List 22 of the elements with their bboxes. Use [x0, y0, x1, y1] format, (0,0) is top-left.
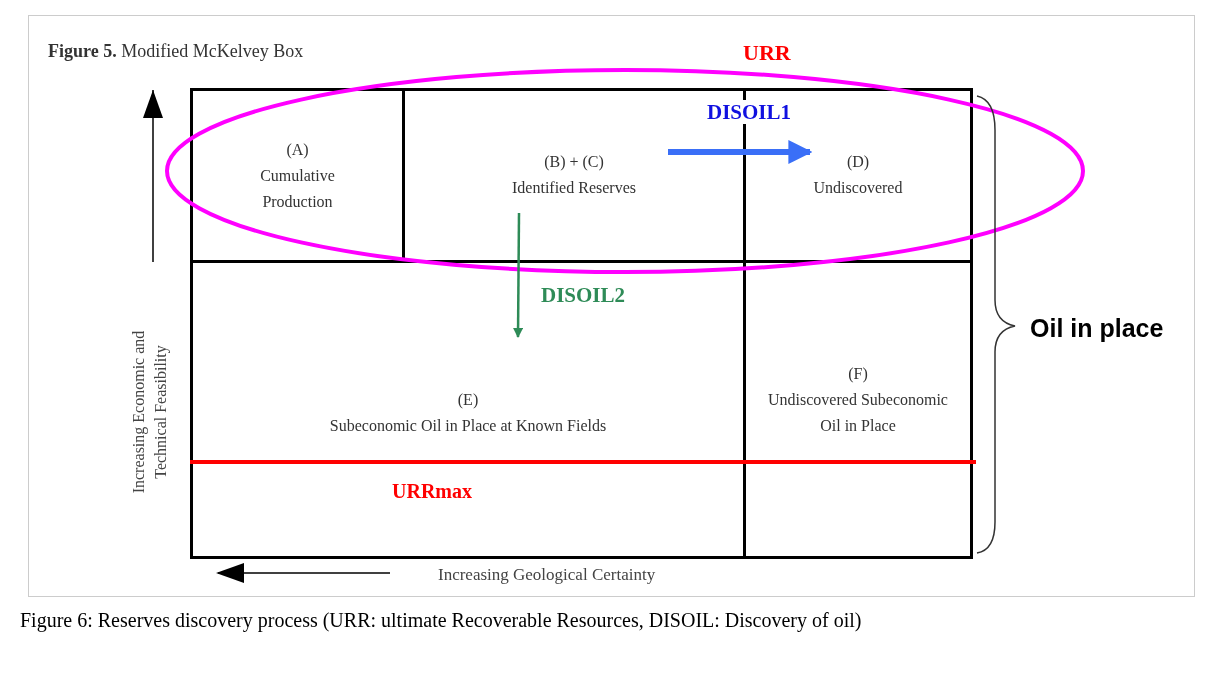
annotation-label: Oil in place	[1030, 313, 1164, 344]
cell-text: Undiscovered Subeconomic Oil in Place	[767, 390, 949, 436]
cell-text: Identified Reserves	[512, 178, 636, 198]
annotation-label: URRmax	[392, 479, 472, 504]
figure-caption: Figure 6: Reserves discovery process (URR: ultimate Recoverable Resources, DISOIL: Discovery of oil)	[20, 608, 863, 634]
axis-label: Increasing Economic and Technical Feasibility	[129, 329, 171, 496]
cell-letter: (B) + (C)	[544, 152, 604, 173]
cell-text: Cumulative Production	[259, 166, 336, 212]
grid-cell	[743, 260, 973, 559]
figure-title: Figure 5. Modified McKelvey Box	[48, 40, 304, 63]
grid-cell	[190, 88, 405, 263]
axis-label: Increasing Geological Certainty	[438, 564, 656, 586]
grid-cell	[190, 260, 746, 559]
cell-text: Subeconomic Oil in Place at Known Fields	[329, 416, 607, 436]
arrow	[513, 213, 524, 338]
cell-text: Undiscovered	[813, 178, 903, 198]
cell-letter: (E)	[457, 390, 479, 411]
cell-letter: (F)	[848, 364, 868, 385]
cell-letter: (A)	[286, 140, 309, 160]
annotation-label: URR	[743, 39, 791, 67]
arrow	[668, 140, 813, 164]
cell-letter: (D)	[846, 152, 870, 173]
